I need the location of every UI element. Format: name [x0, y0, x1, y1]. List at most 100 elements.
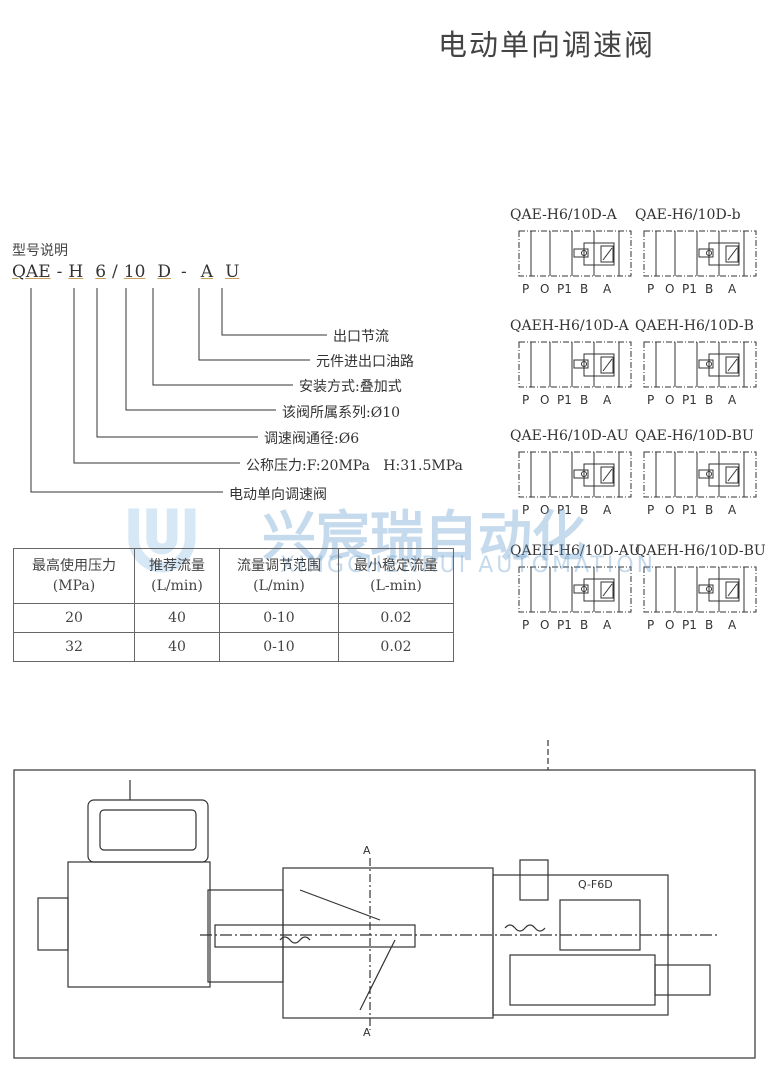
port-label: A	[603, 393, 612, 407]
header-cell: 流量调节范围(L/min)	[219, 548, 339, 604]
port-label: O	[665, 282, 675, 296]
port-label: P1	[557, 393, 572, 407]
port-label: A	[728, 503, 737, 517]
port-label: P	[647, 393, 655, 407]
port-label: A	[603, 282, 612, 296]
port-label: O	[540, 282, 550, 296]
schematic-title: QAE-H6/10D-A	[510, 207, 617, 223]
port-label: A	[603, 618, 612, 632]
port-label: O	[665, 503, 675, 517]
port-label: P	[647, 282, 655, 296]
legend-item: 该阀所属系列:Ø10	[282, 405, 401, 421]
code-part: 10	[123, 262, 146, 282]
port-label: A	[728, 393, 737, 407]
port-label: P	[522, 503, 530, 517]
schematic-symbol	[518, 230, 632, 277]
section-label-bottom: A	[363, 1026, 371, 1039]
legend-item: 电动单向调速阀	[229, 487, 327, 503]
port-label: P1	[557, 618, 572, 632]
port-label: B	[705, 618, 714, 632]
legend-item: 安装方式:叠加式	[299, 379, 402, 395]
port-label: P	[522, 282, 530, 296]
port-label: P	[647, 618, 655, 632]
cell: 0.02	[338, 632, 454, 662]
cell: 40	[134, 632, 220, 662]
port-label: P	[522, 393, 530, 407]
port-label: O	[540, 393, 550, 407]
port-label: P1	[682, 393, 697, 407]
header-cell: 推荐流量(L/min)	[134, 548, 220, 604]
code-part: -	[181, 262, 187, 282]
section-label-top: A	[363, 844, 371, 857]
schematic-symbol	[518, 451, 632, 498]
schematic-symbol	[643, 341, 757, 388]
port-label: A	[728, 282, 737, 296]
valve-body	[282, 867, 494, 1019]
code-part: U	[225, 262, 240, 282]
port-label: O	[540, 503, 550, 517]
port-label: B	[705, 393, 714, 407]
port-label: B	[705, 503, 714, 517]
coil-box	[87, 799, 209, 863]
table-row: 32 40 0-10 0.02	[13, 632, 454, 662]
port-label: P	[522, 618, 530, 632]
schematic-symbol	[643, 451, 757, 498]
code-part: /	[112, 262, 118, 282]
drawing-frame	[13, 769, 756, 1059]
code-part: 6	[95, 262, 107, 282]
port-label: P	[647, 503, 655, 517]
code-part: QAE	[12, 262, 51, 282]
table-row: 20 40 0-10 0.02	[13, 603, 454, 633]
port-label: P1	[682, 282, 697, 296]
port-label: O	[665, 393, 675, 407]
cell: 0-10	[219, 632, 339, 662]
port-label: P1	[557, 282, 572, 296]
code-part: A	[200, 262, 214, 282]
spec-table: 最高使用压力(MPa) 推荐流量(L/min) 流量调节范围(L/min) 最小…	[13, 548, 454, 662]
legend-item: 元件进出口油路	[316, 354, 414, 370]
cell: 20	[13, 603, 135, 633]
cell: 0-10	[219, 603, 339, 633]
schematic-symbol	[643, 230, 757, 277]
schematic-title: QAE-H6/10D-AU	[510, 428, 629, 444]
port-label: B	[580, 393, 589, 407]
code-part: D	[157, 262, 172, 282]
port-label: P1	[682, 618, 697, 632]
port-label: B	[580, 618, 589, 632]
port-label: A	[728, 618, 737, 632]
port-label: O	[665, 618, 675, 632]
cell: 32	[13, 632, 135, 662]
schematic-title: QAE-H6/10D-BU	[635, 428, 754, 444]
cell: 40	[134, 603, 220, 633]
page-title: 电动单向调速阀	[438, 28, 656, 62]
schematic-title: QAEH-H6/10D-BU	[635, 543, 766, 559]
schematic-symbol	[643, 566, 757, 613]
legend-item: 调速阀通径:Ø6	[264, 431, 360, 447]
schematic-title: QAE-H6/10D-b	[635, 207, 741, 223]
schematic-title: QAEH-H6/10D-AU	[510, 543, 641, 559]
port-label: P1	[557, 503, 572, 517]
part-label: Q-F6D	[578, 878, 613, 891]
code-part: H	[68, 262, 84, 282]
port-label: B	[580, 282, 589, 296]
port-label: B	[705, 282, 714, 296]
code-part: -	[56, 262, 63, 282]
sectional-drawing	[13, 740, 756, 1059]
schematic-symbol	[518, 566, 632, 613]
leader-lines	[30, 288, 327, 493]
legend-item: 公称压力:F:20MPa H:31.5MPa	[246, 458, 463, 474]
model-explanation-heading: 型号说明	[12, 243, 68, 259]
port-label: P1	[682, 503, 697, 517]
schematic-symbol	[518, 341, 632, 388]
solenoid-body	[67, 861, 211, 988]
legend-item: 出口节流	[333, 329, 389, 345]
port-label: A	[603, 503, 612, 517]
port-label: B	[580, 503, 589, 517]
header-cell: 最小稳定流量(L-min)	[338, 548, 454, 604]
schematic-title: QAEH-H6/10D-B	[635, 318, 754, 334]
schematic-title: QAEH-H6/10D-A	[510, 318, 629, 334]
header-cell: 最高使用压力(MPa)	[13, 548, 135, 604]
cell: 0.02	[338, 603, 454, 633]
